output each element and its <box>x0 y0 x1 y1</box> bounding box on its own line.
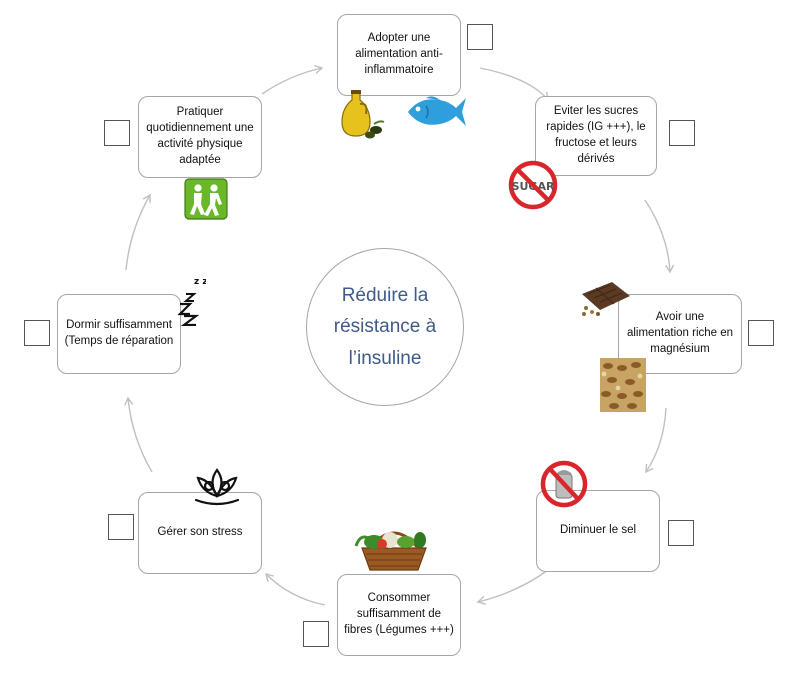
physical-activity-icon <box>184 178 228 220</box>
svg-text:z z z Z: z z z Z <box>194 277 206 287</box>
step-label: Consommer suffisamment de fibres (Légume… <box>344 592 454 636</box>
step-label: Pratiquer quotidiennement une activité p… <box>146 106 254 166</box>
arrow-1-to-2 <box>479 67 549 102</box>
zzz-1: z z z Z <box>194 277 206 287</box>
step-manage-stress: Gérer son stress <box>138 492 262 574</box>
checkbox-step-3[interactable] <box>748 320 774 346</box>
step-enough-sleep: Dormir suffisamment (Temps de réparation <box>57 294 181 374</box>
chocolate-icon <box>582 282 630 316</box>
no-salt-icon <box>540 460 588 508</box>
arrow-6-to-7 <box>124 396 153 473</box>
checkbox-step-4[interactable] <box>668 520 694 546</box>
step-label: Dormir suffisamment (Temps de réparation <box>64 319 174 347</box>
sleep-zzz-icon: z z z Z <box>177 277 206 326</box>
checkbox-step-8[interactable] <box>104 120 130 146</box>
step-label: Eviter les sucres rapides (IG +++), le f… <box>546 105 646 165</box>
arrow-5-to-6 <box>265 573 326 606</box>
step-label: Diminuer le sel <box>559 524 637 537</box>
step-avoid-fast-sugars: Eviter les sucres rapides (IG +++), le f… <box>535 96 657 176</box>
step-label: Avoir une alimentation riche en magnésiu… <box>626 311 734 355</box>
arrow-3-to-4 <box>645 407 667 474</box>
step-daily-physical-activity: Pratiquer quotidiennement une activité p… <box>138 96 262 178</box>
arrow-8-to-1 <box>261 64 324 95</box>
step-enough-fibers: Consommer suffisamment de fibres (Légume… <box>337 574 461 656</box>
checkbox-step-5[interactable] <box>303 621 329 647</box>
central-goal: Réduire la résistance à l’insuline <box>306 248 464 406</box>
step-reduce-salt: Diminuer le sel <box>536 490 660 572</box>
step-label: Gérer son stress <box>157 526 243 539</box>
arrow-4-to-5 <box>476 569 549 605</box>
step-anti-inflammatory-diet: Adopter une alimentation anti-inflammato… <box>337 14 461 96</box>
no-sugar-icon: SUGAR <box>508 160 558 210</box>
arrow-2-to-3 <box>644 199 675 274</box>
lotus-icon <box>194 468 240 506</box>
step-label: Adopter une alimentation anti-inflammato… <box>355 32 443 76</box>
fish-icon <box>408 96 466 126</box>
central-goal-title: Réduire la résistance à l’insuline <box>333 284 437 369</box>
checkbox-step-2[interactable] <box>669 120 695 146</box>
checkbox-step-1[interactable] <box>467 24 493 50</box>
checkbox-step-6[interactable] <box>108 514 134 540</box>
nuts-grains-icon <box>600 358 646 412</box>
vegetable-basket-icon <box>354 531 427 571</box>
arrow-7-to-8 <box>125 193 151 271</box>
olive-oil-icon <box>341 90 385 139</box>
checkbox-step-7[interactable] <box>24 320 50 346</box>
